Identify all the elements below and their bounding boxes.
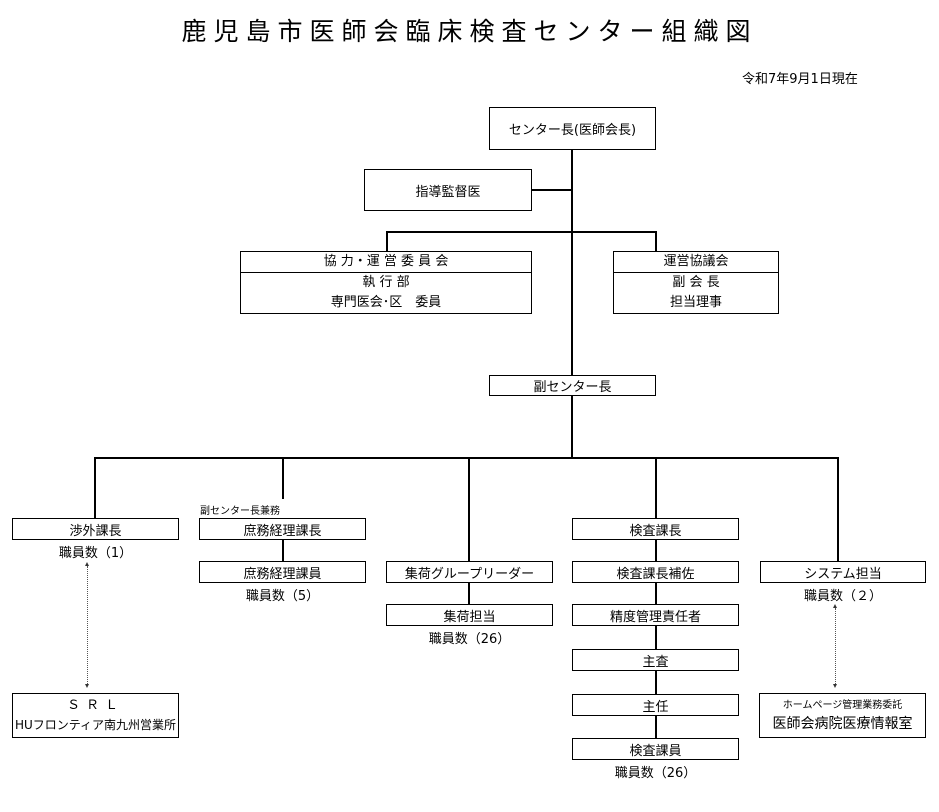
system-head-box: システム担当 — [760, 561, 926, 583]
connector — [94, 457, 838, 459]
testing-chain-label: 主任 — [642, 699, 669, 715]
connector — [531, 189, 572, 191]
committee-header: 協 力・運 営 委 員 会 — [241, 252, 531, 273]
hp-partner-box: ホームページ管理業務委託 医師会病院医療情報室 — [759, 693, 926, 738]
arrow-down-icon — [833, 684, 837, 688]
general-affairs-member-box: 庶務経理課員 — [199, 561, 366, 583]
connector — [468, 457, 470, 561]
council-line: 副 会 長 — [672, 275, 720, 290]
external-head-box: 渉外課長 — [12, 518, 179, 540]
director-label: センター長(医師会長) — [508, 123, 637, 138]
testing-chain-box: 検査課員 — [572, 738, 739, 760]
management-council-box: 運営協議会 副 会 長 担当理事 — [613, 251, 779, 314]
testing-chain-label: 精度管理責任者 — [609, 609, 701, 625]
concurrent-note: 副センター長兼務 — [200, 506, 280, 517]
committee-line: 執 行 部 — [362, 275, 410, 290]
srl-label: ＳＲＬ — [66, 698, 124, 713]
supervisor-label: 指導監督医 — [415, 184, 481, 200]
connector — [655, 457, 657, 518]
testing-chain-label: 検査課員 — [629, 743, 682, 759]
committee-line: 専門医会･区 委員 — [330, 295, 442, 310]
chart-title: 鹿児島市医師会臨床検査センター組織図 — [181, 17, 758, 46]
collection-member-box: 集荷担当 — [386, 604, 553, 626]
connector — [837, 457, 839, 561]
supervisor-box: 指導監督医 — [364, 169, 532, 211]
hp-outsourcing-label: ホームページ管理業務委託 — [782, 700, 903, 711]
connector — [386, 231, 388, 251]
testing-staff-count: 職員数（26） — [614, 766, 697, 781]
general-affairs-head-box: 庶務経理課長 — [199, 518, 366, 540]
testing-chain-box: 検査課長 — [572, 518, 739, 540]
hp-partner-name: 医師会病院医療情報室 — [772, 716, 913, 732]
general-affairs-staff-count: 職員数（5） — [245, 589, 320, 604]
connector — [282, 539, 284, 561]
general-affairs-member-label: 庶務経理課員 — [243, 566, 322, 582]
collection-leader-box: 集荷グループリーダー — [386, 561, 553, 583]
testing-chain-box: 検査課長補佐 — [572, 561, 739, 583]
council-line: 担当理事 — [669, 295, 722, 310]
testing-chain-label: 検査課長補佐 — [616, 566, 695, 582]
testing-chain-label: 検査課長 — [629, 523, 682, 539]
testing-chain-box: 主任 — [572, 694, 739, 716]
external-staff-count: 職員数（1） — [58, 546, 133, 561]
system-head-label: システム担当 — [804, 566, 882, 582]
connector — [571, 149, 573, 375]
collection-staff-count: 職員数（26） — [428, 632, 511, 647]
connector — [94, 457, 96, 518]
testing-chain-label: 主査 — [642, 654, 669, 670]
connector — [282, 457, 284, 499]
srl-office-label: HUフロンティア南九州営業所 — [14, 718, 177, 732]
council-header: 運営協議会 — [614, 252, 778, 273]
deputy-director-box: 副センター長 — [489, 375, 656, 396]
testing-chain-box: 主査 — [572, 649, 739, 671]
srl-partner-box: ＳＲＬ HUフロンティア南九州営業所 — [12, 693, 179, 738]
connector — [386, 231, 656, 233]
connector — [655, 231, 657, 251]
arrow-up-icon — [833, 604, 837, 608]
collection-leader-label: 集荷グループリーダー — [404, 566, 535, 582]
cooperation-committee-box: 協 力・運 営 委 員 会 執 行 部 専門医会･区 委員 — [240, 251, 532, 314]
general-affairs-head-label: 庶務経理課長 — [243, 523, 322, 539]
connector — [655, 539, 657, 739]
connector — [468, 582, 470, 604]
dotted-link — [87, 566, 88, 684]
testing-chain-box: 精度管理責任者 — [572, 604, 739, 626]
as-of-date: 令和7年9月1日現在 — [742, 72, 858, 87]
system-staff-count: 職員数（２） — [803, 589, 882, 604]
dotted-link — [835, 608, 836, 684]
connector — [571, 395, 573, 458]
director-box: センター長(医師会長) — [489, 107, 656, 150]
arrow-down-icon — [85, 684, 89, 688]
arrow-up-icon — [85, 562, 89, 566]
collection-member-label: 集荷担当 — [443, 609, 496, 625]
external-head-label: 渉外課長 — [69, 523, 122, 539]
deputy-director-label: 副センター長 — [533, 380, 612, 395]
